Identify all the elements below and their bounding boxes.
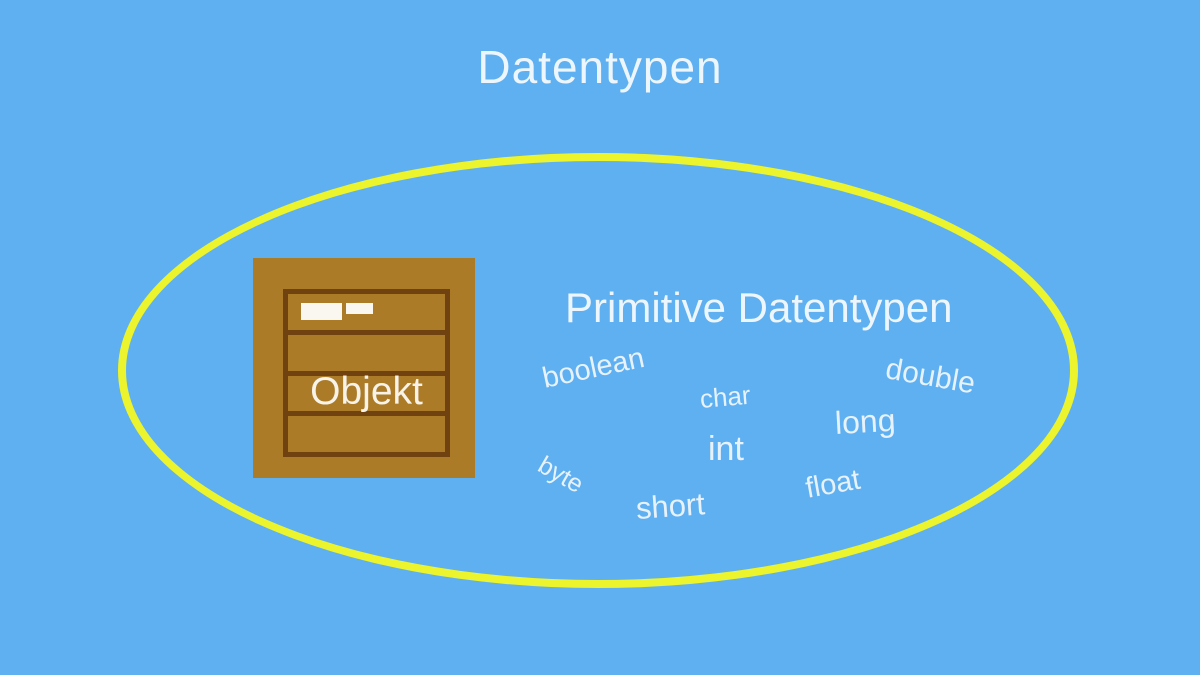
drawer-objekt: Objekt [288,370,445,417]
primitive-type-int: int [708,430,744,468]
datatypes-ellipse-outline [118,153,1078,588]
primitive-type-char: char [698,379,752,414]
page-title: Datentypen [477,41,723,93]
object-label: Objekt [310,369,423,413]
drawer [288,335,445,376]
object-cabinet-icon: Objekt [253,258,475,478]
drawer-handle-icon [301,303,342,320]
primitive-type-short: short [634,486,706,526]
cabinet-frame: Objekt [283,289,450,457]
primitive-datentypen-heading: Primitive Datentypen [565,284,953,331]
drawer-top [288,294,445,335]
drawer [288,416,445,452]
primitive-type-long: long [834,401,897,441]
drawer-handle-icon [346,303,373,314]
